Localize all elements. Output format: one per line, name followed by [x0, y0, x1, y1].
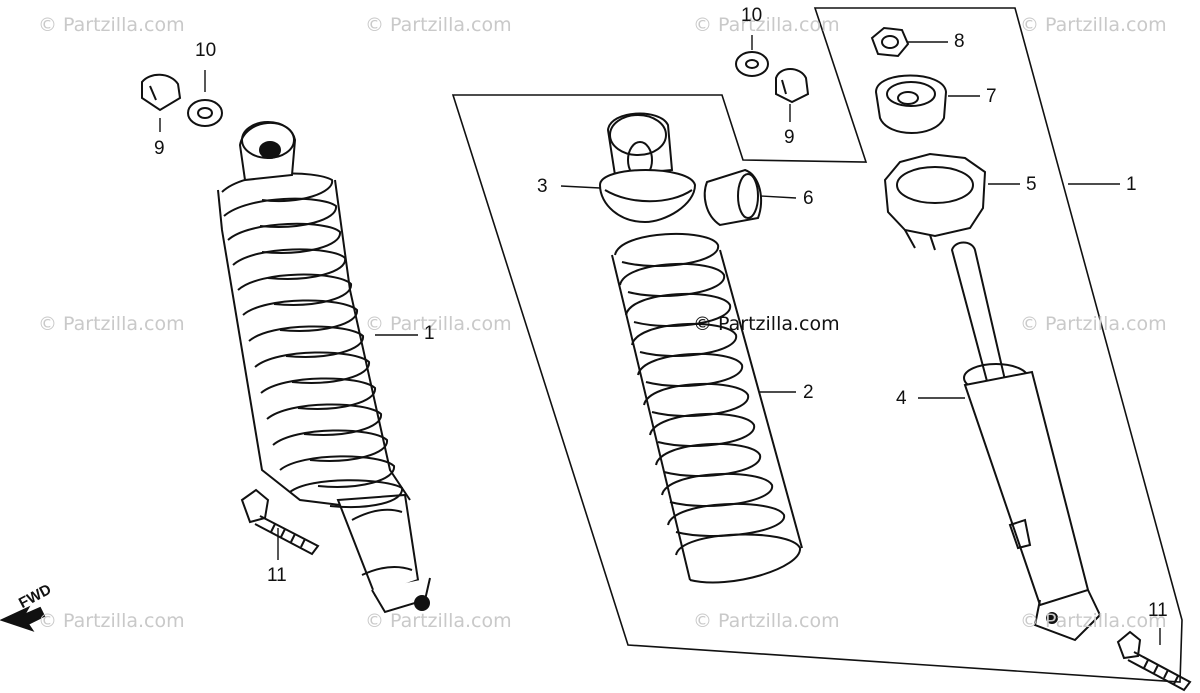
- callout-top-cap-nut: 9: [784, 127, 795, 148]
- upper-mount: [598, 112, 697, 224]
- callout-damper: 4: [896, 388, 907, 409]
- watermark-text: © Partzilla.com: [1020, 313, 1167, 335]
- callout-rubber-bushing: 7: [986, 86, 997, 107]
- callout-left-cap-nut: 9: [154, 138, 165, 159]
- callout-right-bolt: 11: [1148, 600, 1168, 621]
- collar: [703, 168, 763, 227]
- left-cap-nut: [141, 73, 182, 112]
- left-washer: [187, 99, 223, 127]
- watermark-text: © Partzilla.com: [38, 14, 185, 36]
- callout-left-bolt: 11: [267, 565, 287, 586]
- callout-upper-mount: 3: [537, 176, 548, 197]
- watermark-text: © Partzilla.com: [365, 313, 512, 335]
- callout-left-washer: 10: [195, 40, 217, 61]
- right-bolt: [1116, 630, 1192, 692]
- callout-left-shock: 1: [424, 323, 435, 344]
- callout-nut: 8: [954, 31, 965, 52]
- callout-spring: 2: [803, 382, 814, 403]
- rubber-bushing: [874, 74, 948, 134]
- spring: [611, 232, 803, 584]
- top-washer: [735, 51, 769, 77]
- adjuster: [883, 152, 987, 251]
- nut: [870, 26, 910, 58]
- callout-adjuster: 5: [1026, 174, 1037, 195]
- damper: [950, 241, 1102, 642]
- watermark-text: © Partzilla.com: [38, 313, 185, 335]
- spring-group-frame: [451, 7, 1183, 683]
- callout-collar: 6: [803, 188, 814, 209]
- forward-arrow-icon: [0, 605, 46, 632]
- watermark-text: © Partzilla.com: [38, 610, 185, 632]
- watermark-text: © Partzilla.com: [365, 610, 512, 632]
- left-shock-assembly: [217, 121, 431, 614]
- center-watermark-text: © Partzilla.com: [693, 313, 840, 335]
- leader-lines: [159, 35, 1161, 645]
- left-bolt: [240, 488, 320, 556]
- watermark-text: © Partzilla.com: [693, 610, 840, 632]
- watermark-text: © Partzilla.com: [365, 14, 512, 36]
- watermark-text: © Partzilla.com: [1020, 14, 1167, 36]
- top-cap-nut: [775, 68, 810, 104]
- callout-top-washer: 10: [741, 5, 763, 26]
- watermark-text: © Partzilla.com: [1020, 610, 1167, 632]
- callout-damper-assembly: 1: [1126, 174, 1137, 195]
- watermark-text: © Partzilla.com: [693, 14, 840, 36]
